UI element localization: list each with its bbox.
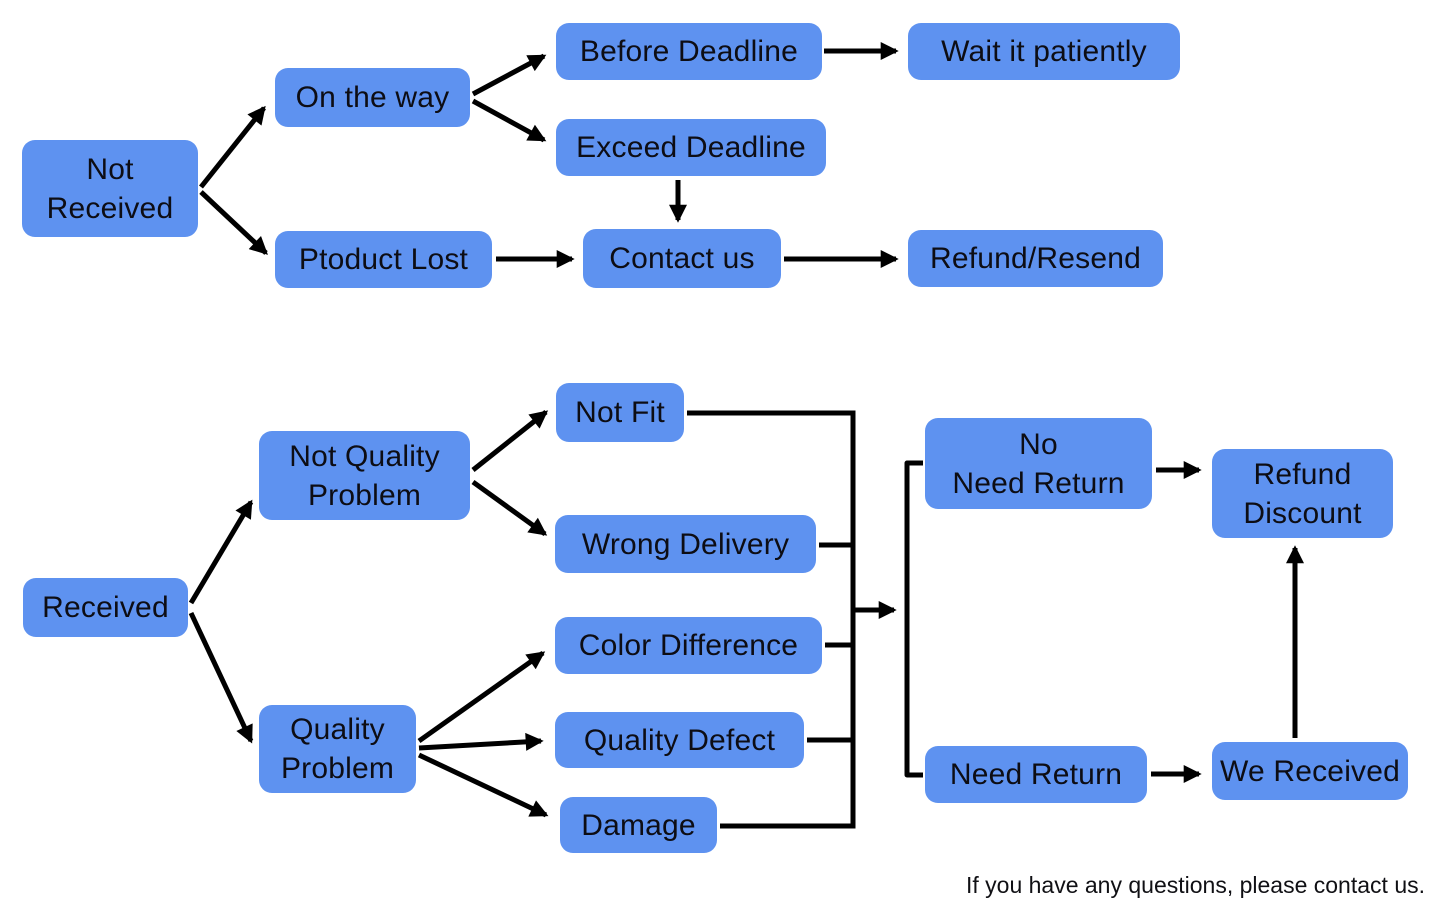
node-received: Received <box>23 578 188 637</box>
edge-not-received-ptoduct-lost <box>199 190 268 255</box>
node-quality-defect: Quality Defect <box>555 712 804 768</box>
node-color-difference: Color Difference <box>555 617 822 674</box>
node-on-the-way: On the way <box>275 68 470 127</box>
edge-on-the-way-exceed-deadline <box>471 98 547 143</box>
edge-not-quality-problem-wrong-delivery <box>471 479 548 537</box>
edge-not-quality-problem-not-fit <box>471 410 549 472</box>
node-ptoduct-lost: Ptoduct Lost <box>275 231 492 288</box>
footer-note: If you have any questions, please contac… <box>965 872 1425 898</box>
edge-received-quality-problem <box>188 611 254 744</box>
node-no-need-return: No Need Return <box>925 418 1152 509</box>
node-before-deadline: Before Deadline <box>556 23 822 80</box>
node-refund-discount: Refund Discount <box>1212 449 1393 538</box>
node-wrong-delivery: Wrong Delivery <box>555 515 816 573</box>
node-not-quality-problem: Not Quality Problem <box>259 431 470 520</box>
node-contact-us: Contact us <box>583 229 781 288</box>
edge-quality-problem-damage <box>417 752 549 818</box>
edge-quality-problem-quality-defect <box>418 732 544 751</box>
node-quality-problem: Quality Problem <box>259 705 416 793</box>
return-branch-bracket <box>904 460 923 778</box>
edge-received-not-quality-problem <box>188 499 254 605</box>
node-not-fit: Not Fit <box>556 383 684 442</box>
edge-not-received-on-the-way <box>199 105 266 189</box>
node-wait-it-patiently: Wait it patiently <box>908 23 1180 80</box>
edge-quality-problem-color-difference <box>417 650 546 744</box>
node-we-received: We Received <box>1212 742 1408 800</box>
node-exceed-deadline: Exceed Deadline <box>556 119 826 176</box>
node-not-received: Not Received <box>22 140 198 237</box>
node-need-return: Need Return <box>925 746 1147 803</box>
node-damage: Damage <box>560 797 717 853</box>
edge-on-the-way-before-deadline <box>471 53 547 97</box>
node-refund-resend: Refund/Resend <box>908 230 1163 287</box>
